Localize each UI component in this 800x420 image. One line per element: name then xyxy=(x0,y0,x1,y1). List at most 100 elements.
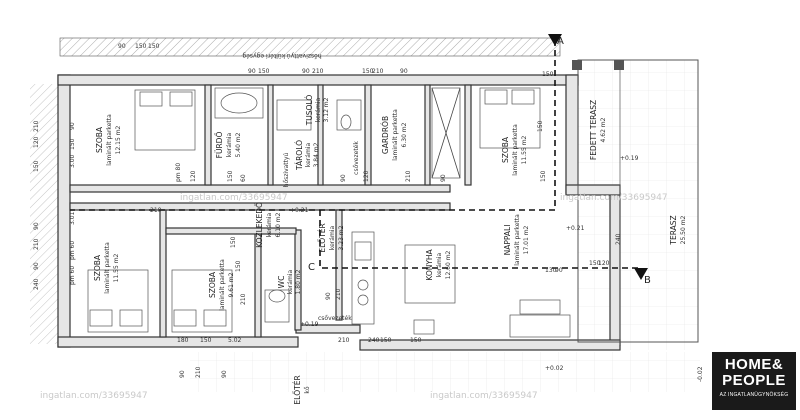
left-edge-hatch xyxy=(30,84,58,344)
dimension-label: 180 xyxy=(177,337,189,344)
room-szoba-3: SZOBA laminált parketta 11.55 m2 xyxy=(93,242,120,294)
room-konyha: KONYHA kerámia 12.60 m2 xyxy=(425,248,452,280)
dimension-label: pm 60 xyxy=(69,241,76,260)
svg-text:laminált parketta: laminált parketta xyxy=(392,109,399,161)
dimension-label: 210 xyxy=(33,238,40,250)
furniture xyxy=(87,87,571,338)
dimension-label: 120 xyxy=(363,170,370,182)
annotation-hoszivattyu: hőszivattyú xyxy=(283,152,290,187)
svg-text:kerámia: kerámia xyxy=(329,226,336,251)
svg-text:GARDRÓB: GARDRÓB xyxy=(381,116,390,154)
watermark: ingatlan.com/33695947 xyxy=(560,193,668,203)
room-szoba-4: SZOBA laminált parketta 9.61 m2 xyxy=(208,259,235,311)
dimension-label: 210 xyxy=(195,366,202,378)
svg-text:12.15 m2: 12.15 m2 xyxy=(115,125,122,154)
dimension-label: 150 xyxy=(589,260,601,267)
svg-text:-0.02: -0.02 xyxy=(697,366,704,382)
dimension-label: 120 xyxy=(598,260,610,267)
svg-text:SZOBA: SZOBA xyxy=(95,126,104,153)
svg-text:kerámia: kerámia xyxy=(287,270,294,295)
dimension-label: 150 xyxy=(148,43,160,50)
svg-text:kerámia: kerámia xyxy=(436,253,443,278)
svg-text:6.30 m2: 6.30 m2 xyxy=(401,122,408,147)
svg-text:9.61 m2: 9.61 m2 xyxy=(228,272,235,297)
section-line-a xyxy=(70,40,556,211)
dimension-label: 90 xyxy=(221,370,228,378)
svg-text:1.80 m2: 1.80 m2 xyxy=(295,269,302,294)
level-mark: +0.02 xyxy=(545,365,564,372)
section-mark-a: A xyxy=(557,36,564,47)
room-nappali: NAPPALI laminált parketta 17.01 m2 xyxy=(503,214,530,266)
dimension-label: 150 xyxy=(33,160,40,172)
svg-text:3.12 m2: 3.12 m2 xyxy=(323,97,330,122)
annotation-csovezetek-2: csővezeték xyxy=(318,315,352,322)
svg-text:ELŐTÉR: ELŐTÉR xyxy=(293,375,302,404)
dimension-label: 210 xyxy=(405,170,412,182)
dimension-label: 150 xyxy=(227,170,234,182)
svg-text:kerámia: kerámia xyxy=(315,98,322,123)
paving xyxy=(190,352,700,392)
dimension-label: pm 80 xyxy=(175,163,182,182)
dimension-label: 90 xyxy=(33,222,40,230)
svg-text:4.62 m2: 4.62 m2 xyxy=(600,117,607,142)
logo-line-1: HOME& xyxy=(724,356,784,373)
svg-text:KÖZLEKEDŐ: KÖZLEKEDŐ xyxy=(255,202,264,248)
dimension-label: 210 xyxy=(338,337,350,344)
svg-text:KONYHA: KONYHA xyxy=(425,248,434,280)
dimension-label: 210 xyxy=(33,120,40,132)
svg-text:laminált parketta: laminált parketta xyxy=(512,124,519,176)
room-terasz: TERASZ 25.50 m2 xyxy=(669,215,687,245)
dimension-label: 150 xyxy=(69,138,76,150)
level-mark: +0.21 xyxy=(566,225,585,232)
inner-walls xyxy=(69,84,472,338)
svg-text:laminált parketta: laminált parketta xyxy=(219,259,226,311)
room-fedett-terasz: FEDETT TERASZ 4.62 m2 xyxy=(589,100,607,160)
section-line-b xyxy=(319,210,640,269)
svg-text:TERASZ: TERASZ xyxy=(669,215,678,245)
svg-text:kerámia: kerámia xyxy=(226,133,233,158)
svg-text:hőszivattyú: hőszivattyú xyxy=(283,152,290,187)
dimension-label: pm 60 xyxy=(69,266,76,285)
dimension-label: 120 xyxy=(33,136,40,148)
svg-text:17.01 m2: 17.01 m2 xyxy=(523,225,530,254)
dimension-label: 90 xyxy=(248,68,256,75)
room-wc: WC kerámia 1.80 m2 xyxy=(277,269,302,294)
room-szoba-1: SZOBA laminált parketta 12.15 m2 xyxy=(95,114,122,166)
svg-text:SZOBA: SZOBA xyxy=(208,271,217,298)
watermark: ingatlan.com/33695947 xyxy=(430,391,538,401)
svg-text:5.40 m2: 5.40 m2 xyxy=(235,132,242,157)
svg-text:kő: kő xyxy=(304,386,311,393)
logo-tagline: AZ INGATLANÜGYNÖKSÉG xyxy=(719,392,789,398)
dimension-label: 150 xyxy=(200,337,212,344)
dimension-label: 130 xyxy=(545,267,557,274)
svg-text:hőszivattyú kültéri egység: hőszivattyú kültéri egység xyxy=(242,52,321,59)
level-mark: +0.19 xyxy=(300,321,319,328)
dimension-label: 90 xyxy=(179,370,186,378)
dimension-label: 210 xyxy=(312,68,324,75)
svg-text:3.23 m2: 3.23 m2 xyxy=(338,225,345,250)
room-tusolo: TUSOLÓ kerámia 3.12 m2 xyxy=(305,95,330,127)
dimension-label: 90 xyxy=(440,174,447,182)
svg-text:NAPPALI: NAPPALI xyxy=(503,225,512,256)
dimension-label: 90 xyxy=(325,292,332,300)
svg-text:11.55 m2: 11.55 m2 xyxy=(521,135,528,164)
top-edge-hatch xyxy=(59,37,561,57)
dimension-label: 150 xyxy=(362,68,374,75)
dimension-label: 210 xyxy=(372,68,384,75)
watermark: ingatlan.com/33695947 xyxy=(40,391,148,401)
column xyxy=(614,60,624,70)
dimension-label: 150 xyxy=(380,337,392,344)
dimension-label: 120 xyxy=(190,170,197,182)
dimension-label: 150 xyxy=(258,68,270,75)
svg-text:6.10 m2: 6.10 m2 xyxy=(275,212,282,237)
dimension-label: 210 xyxy=(335,288,342,300)
dimension-label: 150 xyxy=(410,337,422,344)
svg-text:kerámia: kerámia xyxy=(266,213,273,238)
room-eloter-outdoor: ELŐTÉR kő xyxy=(293,375,311,404)
dimension-label: 90 xyxy=(118,43,126,50)
terrace-tiles xyxy=(578,60,698,350)
dimension-label: 210 xyxy=(240,293,247,305)
dimension-label: 90 xyxy=(33,262,40,270)
dimension-label: 210 xyxy=(150,207,162,214)
